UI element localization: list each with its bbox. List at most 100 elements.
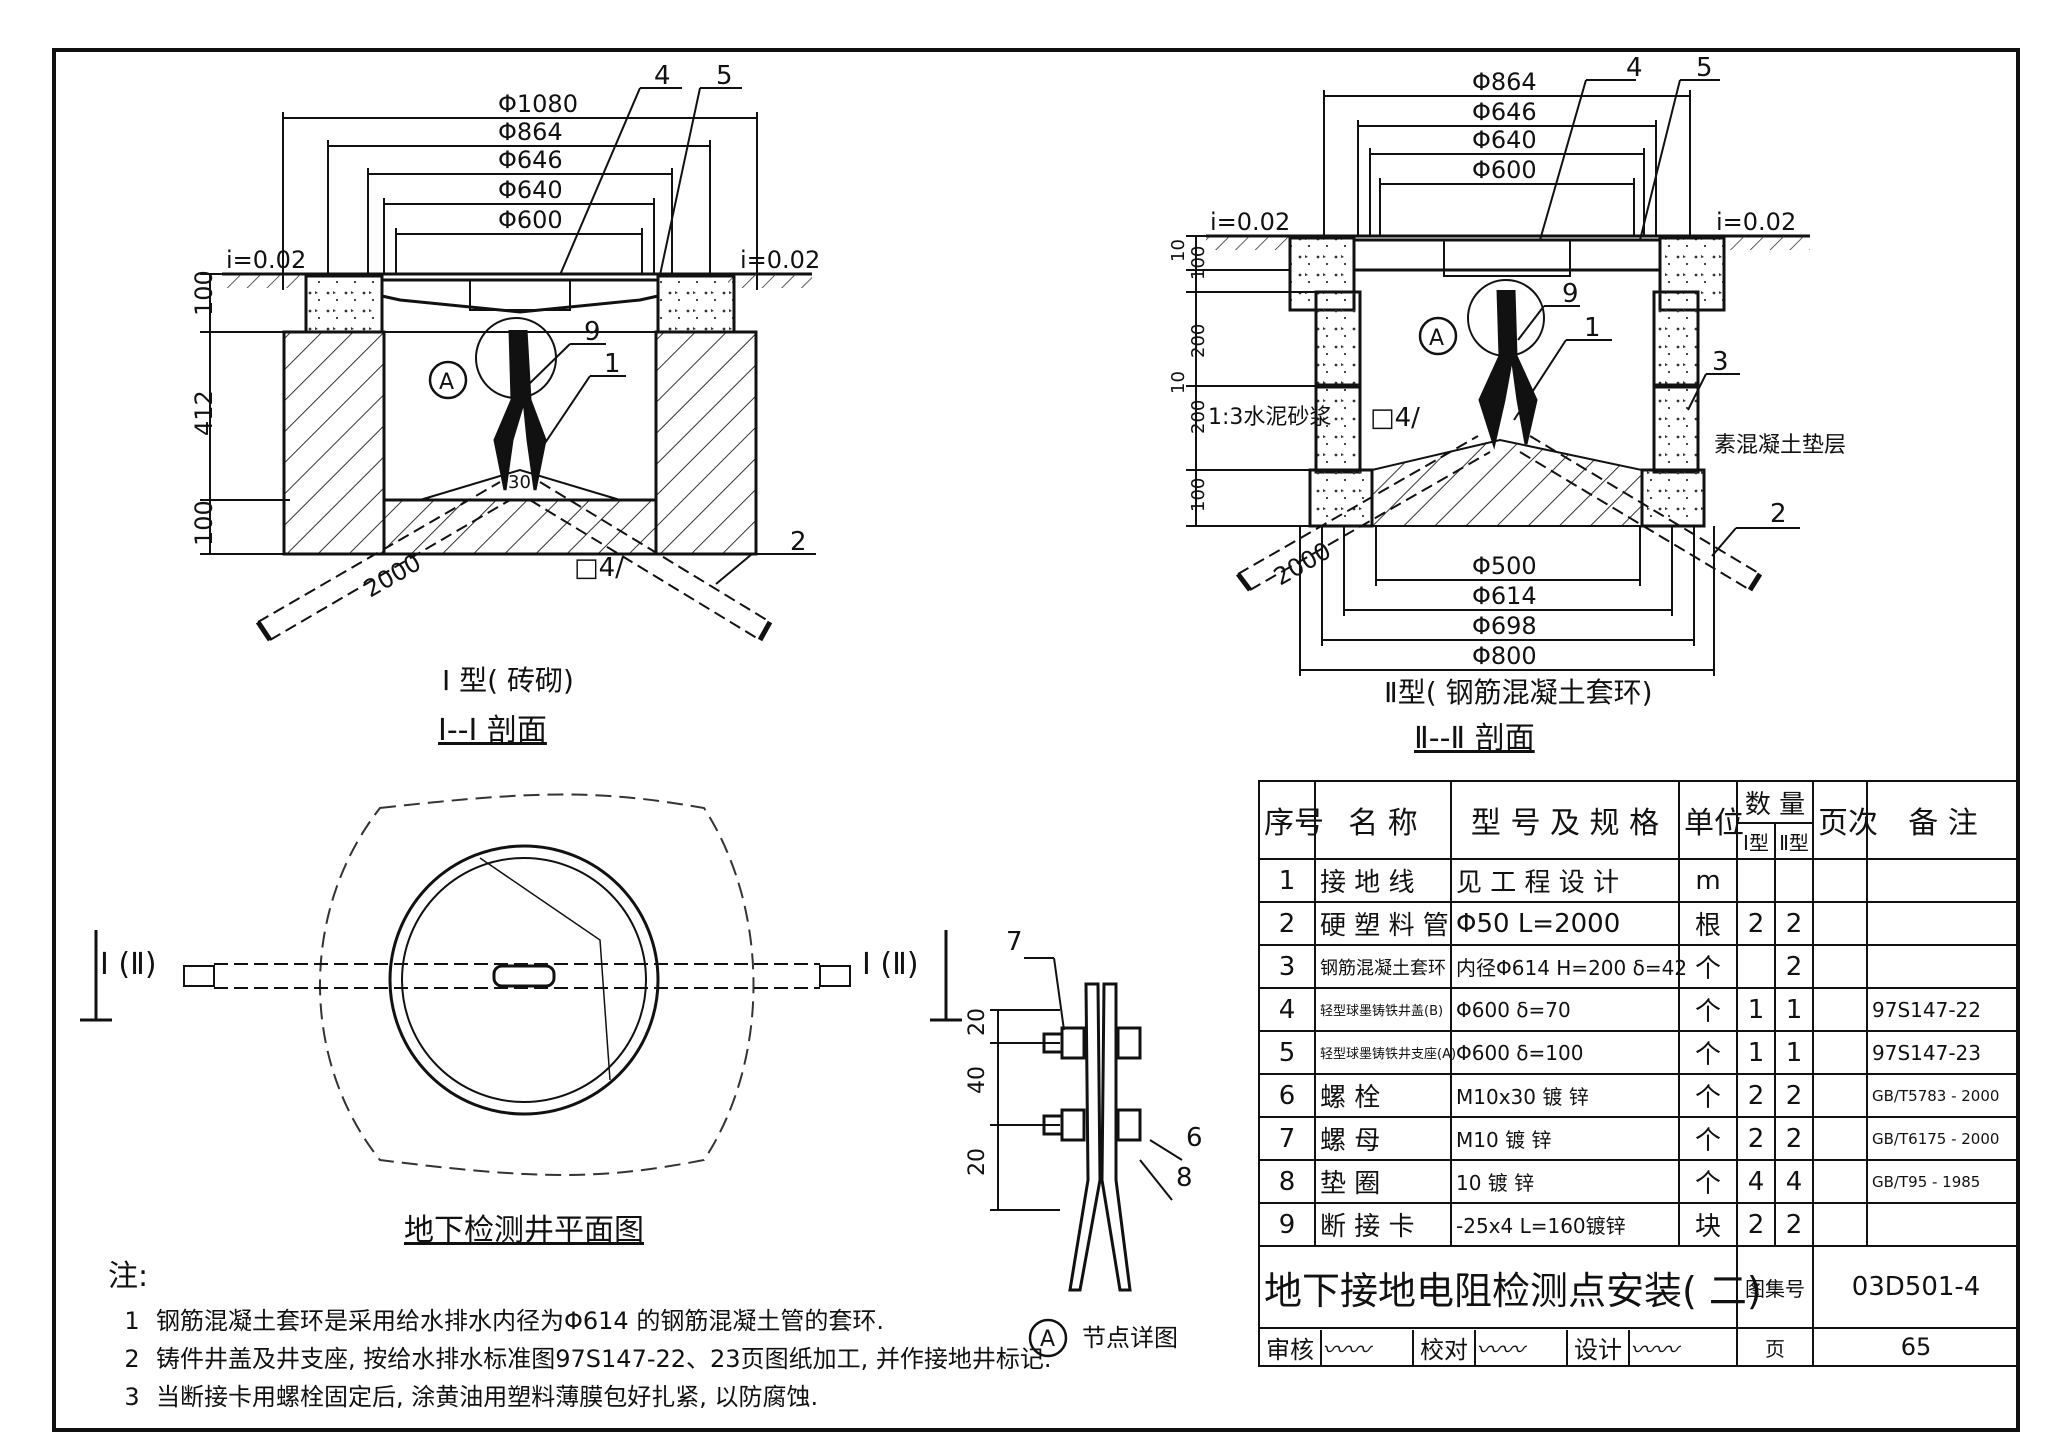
cell-seq: 4	[1258, 987, 1316, 1032]
callout-number: 9	[1562, 279, 1579, 309]
dim-label: 200	[1188, 324, 1209, 358]
marker: □4∕	[574, 553, 624, 583]
dim-label: 412	[190, 390, 218, 436]
header-name: 名 称	[1314, 780, 1452, 860]
slope-label: i=0.02	[1716, 208, 1796, 236]
cell-name: 钢筋混凝土套环	[1314, 944, 1452, 989]
dim-label: 40	[965, 1066, 990, 1094]
cell-q2: 1	[1773, 1030, 1815, 1075]
header-qty-type1: Ⅰ型	[1736, 822, 1776, 860]
drawing-title: 地下接地电阻检测点安装( 二)	[1264, 1268, 1762, 1313]
dim-label: Φ698	[1472, 612, 1537, 640]
cell-spec: -25x4 L=160镀锌	[1450, 1202, 1680, 1247]
cell-q1: 2	[1736, 1073, 1776, 1118]
cell-q2: 2	[1773, 901, 1815, 946]
sig-design-label: 设计	[1566, 1329, 1630, 1365]
cell-q1	[1736, 858, 1776, 903]
cell-remark	[1866, 901, 2021, 946]
cell-remark: GB/T95 - 1985	[1866, 1159, 2021, 1204]
cell-page	[1812, 1030, 1869, 1075]
cell-q1	[1736, 944, 1776, 989]
sig-review-label: 审核	[1260, 1329, 1322, 1365]
cell-q2: 1	[1773, 987, 1815, 1032]
parts-table: 序号 名 称 型 号 及 规 格 单位 数 量 页次 备 注 Ⅰ型 Ⅱ型 1 接…	[1258, 780, 2021, 1428]
callout-number: 6	[1186, 1123, 1203, 1153]
cell-remark: GB/T5783 - 2000	[1866, 1073, 2021, 1118]
type-label: Ⅰ 型( 砖砌)	[442, 664, 574, 697]
slope-label: i=0.02	[1210, 208, 1290, 236]
section-2-labels: Φ864 Φ646 Φ640 Φ600 i=0.02 i=0.02 10 100…	[1168, 53, 1846, 756]
callout-number: 5	[1696, 53, 1713, 83]
cell-seq: 1	[1258, 858, 1316, 903]
dim-label: 10	[1168, 239, 1189, 262]
cell-name: 接 地 线	[1314, 858, 1452, 903]
header-seq: 序号	[1258, 780, 1324, 860]
cell-page	[1812, 1073, 1869, 1118]
detail-ref: A	[439, 370, 454, 395]
cell-q2: 2	[1773, 1116, 1815, 1161]
callout-number: 5	[716, 61, 733, 91]
cell-page	[1812, 1159, 1869, 1204]
dim-label: Φ646	[1472, 98, 1537, 126]
sig-review-mark: 〰〰	[1322, 1335, 1370, 1364]
drawing-title-cell: 地下接地电阻检测点安装( 二)	[1258, 1245, 1762, 1329]
mortar-label: 1:3水泥砂浆	[1208, 405, 1331, 430]
dim-label: 100	[1188, 246, 1209, 280]
table-row: 4 轻型球墨铸铁井盖(B) Φ600 δ=70 个 1 1 97S147-22	[1258, 987, 2021, 1032]
dim-label: Φ500	[1472, 552, 1537, 580]
cell-remark: 97S147-23	[1866, 1030, 2021, 1075]
detail-labels: 20 40 20 7 6 8 A 节点详图	[965, 927, 1203, 1352]
type-label: Ⅱ型( 钢筋混凝土套环)	[1384, 676, 1653, 709]
page-label: 页	[1735, 1327, 1815, 1367]
dim-label: 100	[190, 270, 218, 316]
dim-label: 10	[1168, 371, 1189, 394]
dim-label: Φ600	[1472, 156, 1537, 184]
cell-unit: 根	[1678, 901, 1738, 946]
cell-q1: 2	[1736, 1202, 1776, 1247]
cell-seq: 7	[1258, 1116, 1316, 1161]
section-mark: Ⅰ (Ⅱ)	[862, 947, 919, 982]
dim-label: Φ864	[1472, 68, 1537, 96]
cell-spec: Φ600 δ=70	[1450, 987, 1680, 1032]
cell-spec: Φ600 δ=100	[1450, 1030, 1680, 1075]
cell-q2: 4	[1773, 1159, 1815, 1204]
cell-name: 螺 母	[1314, 1116, 1452, 1161]
table-row: 6 螺 栓 M10x30 镀 锌 个 2 2 GB/T5783 - 2000	[1258, 1073, 2021, 1118]
detail-ref: A	[1429, 326, 1444, 351]
cell-page	[1812, 987, 1869, 1032]
detail-ref: A	[1040, 1327, 1055, 1352]
header-spec: 型 号 及 规 格	[1450, 780, 1680, 860]
cell-name: 垫 圈	[1314, 1159, 1452, 1204]
note-text: 当断接卡用螺栓固定后, 涂黄油用塑料薄膜包好扎紧, 以防腐蚀.	[156, 1383, 819, 1411]
note-number: 3	[124, 1383, 140, 1411]
header-remark: 备 注	[1866, 780, 2021, 860]
cell-seq: 3	[1258, 944, 1316, 989]
atlas-label: 图集号	[1735, 1245, 1815, 1329]
table-row: 1 接 地 线 见 工 程 设 计 m	[1258, 858, 2021, 903]
cell-seq: 5	[1258, 1030, 1316, 1075]
cell-unit: 个	[1678, 1116, 1738, 1161]
pipe-length: 2000	[1269, 536, 1336, 591]
dim-label: 20	[965, 1008, 990, 1036]
marker: □4∕	[1370, 403, 1420, 433]
cell-q1: 1	[1736, 1030, 1776, 1075]
dim-label: Φ864	[498, 118, 563, 146]
callout-number: 2	[790, 527, 807, 557]
dim-label: 100	[1188, 478, 1209, 512]
dim-label: 20	[965, 1148, 990, 1176]
callout-number: 1	[1584, 313, 1601, 343]
cell-seq: 6	[1258, 1073, 1316, 1118]
sig-design-mark: 〰〰	[1630, 1335, 1678, 1364]
callout-number: 3	[1712, 347, 1729, 377]
table-row: 5 轻型球墨铸铁井支座(A) Φ600 δ=100 个 1 1 97S147-2…	[1258, 1030, 2021, 1075]
cell-name: 螺 栓	[1314, 1073, 1452, 1118]
dim-label: Φ600	[498, 206, 563, 234]
note-number: 2	[124, 1345, 140, 1373]
cell-seq: 8	[1258, 1159, 1316, 1204]
cell-unit: 个	[1678, 987, 1738, 1032]
slope-label: i=0.02	[740, 246, 820, 274]
dim-label: Φ646	[498, 146, 563, 174]
table-row: 7 螺 母 M10 镀 锌 个 2 2 GB/T6175 - 2000	[1258, 1116, 2021, 1161]
